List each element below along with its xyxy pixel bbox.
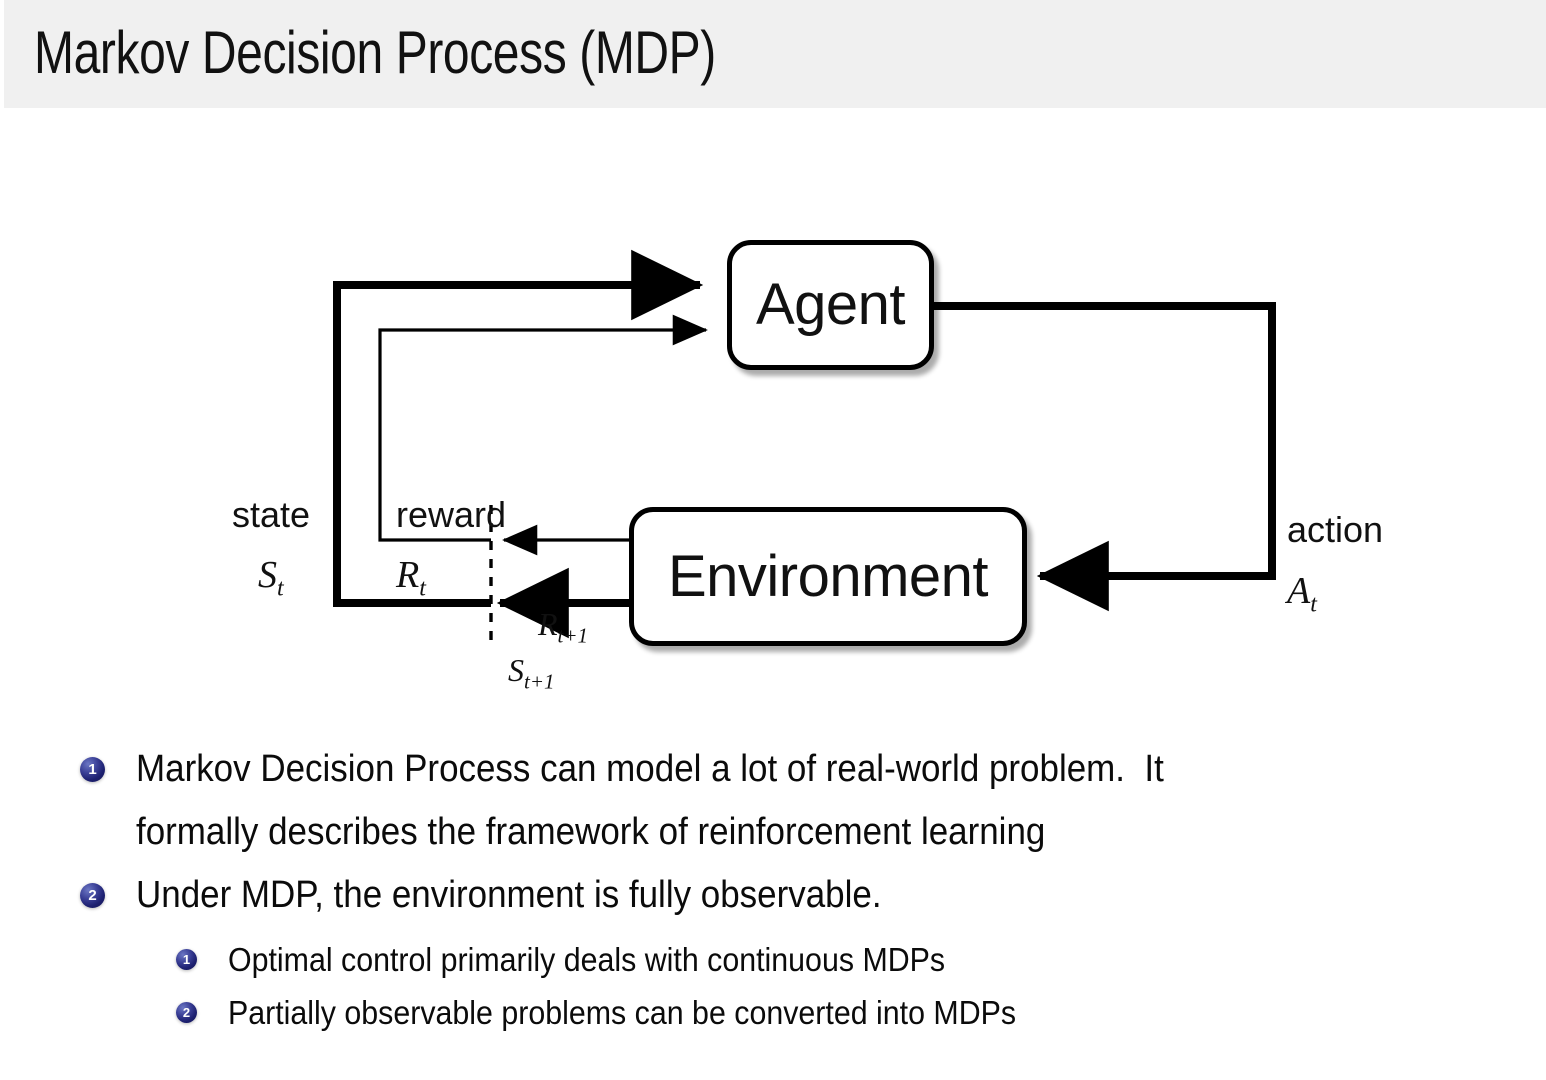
action-edge	[934, 302, 1276, 612]
action-symbol: A	[1287, 570, 1311, 612]
next-reward-symbol-label: Rt+1	[538, 608, 588, 651]
reward-subscript: t	[419, 575, 427, 602]
sub-bullet-badge-1: 1	[176, 949, 197, 970]
action-symbol-label: At	[1287, 572, 1317, 624]
next-reward-subscript: t+1	[557, 623, 589, 648]
bullet-text-line: formally describes the framework of rein…	[136, 811, 1046, 853]
next-reward-symbol: R	[538, 606, 558, 642]
next-state-symbol: S	[508, 652, 524, 688]
agent-node-label: Agent	[755, 272, 906, 337]
mdp-interaction-diagram: Agent Environment state St reward Rt act…	[0, 108, 1546, 708]
bullet-badge-2: 2	[80, 883, 105, 908]
agent-node: Agent	[727, 240, 934, 370]
next-state-symbol-label: St+1	[508, 654, 555, 697]
reward-symbol: R	[396, 554, 420, 596]
slide-header-bar: Markov Decision Process (MDP)	[4, 0, 1546, 108]
state-symbol-label: St	[258, 556, 284, 608]
reward-symbol-label: Rt	[396, 556, 426, 608]
page-title: Markov Decision Process (MDP)	[34, 19, 716, 86]
reward-edge	[378, 314, 708, 542]
bullet-badge-1: 1	[80, 757, 105, 782]
sub-bullet-text-line: Optimal control primarily deals with con…	[228, 941, 946, 978]
next-state-subscript: t+1	[524, 669, 555, 694]
environment-node: Environment	[629, 507, 1027, 646]
state-label: state	[232, 494, 311, 535]
action-label: action	[1287, 509, 1384, 550]
state-edge	[333, 249, 704, 607]
bullet-text-line: Under MDP, the environment is fully obse…	[136, 874, 882, 916]
state-subscript: t	[277, 575, 285, 602]
environment-node-label: Environment	[667, 543, 989, 609]
state-symbol: S	[258, 554, 277, 596]
sub-bullet-badge-2: 2	[176, 1002, 197, 1023]
reward-label: reward	[396, 494, 507, 535]
action-subscript: t	[1310, 591, 1318, 618]
sub-bullet-text-line: Partially observable problems can be con…	[228, 994, 1017, 1031]
bullet-text-line: Markov Decision Process can model a lot …	[136, 748, 1164, 790]
diagram-connectors	[333, 249, 1276, 641]
